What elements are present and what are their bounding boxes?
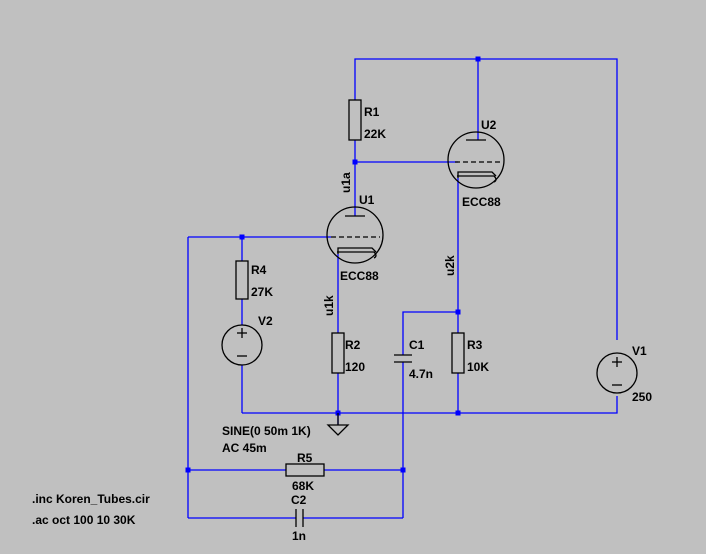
u2-value: ECC88: [462, 195, 501, 209]
source-circle: [596, 352, 638, 394]
resistor-r1[interactable]: R1 22K: [348, 99, 386, 141]
c1-value: 4.7n: [409, 367, 433, 381]
ground-icon: [326, 413, 350, 436]
r1-value: 22K: [364, 127, 386, 141]
tube-heater: [337, 251, 377, 259]
r4-name: R4: [251, 263, 267, 277]
c2-name: C2: [291, 493, 307, 507]
resistor-body: [285, 463, 325, 477]
resistor-body: [348, 99, 362, 141]
resistor-r4[interactable]: R4 27K: [235, 260, 273, 300]
u1-name: U1: [359, 193, 375, 207]
resistor-r2[interactable]: R2 120: [331, 332, 365, 374]
tube-cathode: [337, 247, 377, 254]
c2-value: 1n: [292, 529, 306, 543]
junction-dot: [455, 410, 461, 416]
wires: [187, 58, 618, 519]
junction-dot: [400, 467, 406, 473]
resistor-r5[interactable]: R5 68K: [285, 451, 325, 493]
net-label-u1k: u1k: [322, 295, 336, 316]
ground-triangle: [326, 424, 350, 436]
triode-tube-u2[interactable]: U2 ECC88: [447, 118, 505, 209]
net-label-u1a: u1a: [339, 172, 353, 193]
tube-heater: [457, 175, 497, 183]
v2-name: V2: [258, 314, 273, 328]
r1-name: R1: [364, 105, 380, 119]
voltage-source-v1[interactable]: V1 250: [596, 344, 652, 404]
tube-envelope: [326, 206, 384, 264]
resistor-body: [235, 260, 249, 300]
r3-value: 10K: [467, 360, 489, 374]
junction-dot: [352, 159, 358, 165]
junctions: [185, 56, 481, 473]
resistor-body: [331, 332, 345, 374]
triode-tube-u1[interactable]: U1 ECC88: [326, 193, 384, 283]
spice-directive-include[interactable]: .inc Koren_Tubes.cir: [32, 492, 150, 506]
junction-dot: [475, 56, 481, 62]
r2-value: 120: [345, 360, 365, 374]
r2-name: R2: [345, 338, 361, 352]
junction-dot: [455, 309, 461, 315]
junction-dot: [185, 467, 191, 473]
wire-top-rail: [354, 58, 618, 340]
source-circle: [221, 324, 263, 366]
v1-name: V1: [632, 344, 647, 358]
u2-name: U2: [481, 118, 497, 132]
tube-envelope: [447, 131, 505, 189]
capacitor-c2[interactable]: C2 1n: [291, 493, 307, 543]
spice-directive-analysis[interactable]: .ac oct 100 10 30K: [32, 513, 136, 527]
resistor-body: [451, 332, 465, 374]
v2-value-line2: AC 45m: [222, 441, 267, 455]
r5-name: R5: [297, 451, 313, 465]
net-label-u2k: u2k: [443, 255, 457, 276]
junction-dot: [239, 234, 245, 240]
r4-value: 27K: [251, 285, 273, 299]
wire-c1-top: [402, 311, 458, 355]
resistor-r3[interactable]: R3 10K: [451, 332, 489, 374]
c1-name: C1: [409, 338, 425, 352]
v1-value: 250: [632, 390, 652, 404]
r5-value: 68K: [292, 479, 314, 493]
capacitor-c1[interactable]: C1 4.7n: [394, 338, 433, 381]
v2-value-line1: SINE(0 50m 1K): [222, 424, 311, 438]
u1-value: ECC88: [340, 269, 379, 283]
voltage-source-v2[interactable]: V2 SINE(0 50m 1K) AC 45m: [221, 314, 311, 455]
r3-name: R3: [467, 338, 483, 352]
tube-cathode: [457, 171, 497, 178]
wire-ground-rail: [242, 396, 618, 414]
